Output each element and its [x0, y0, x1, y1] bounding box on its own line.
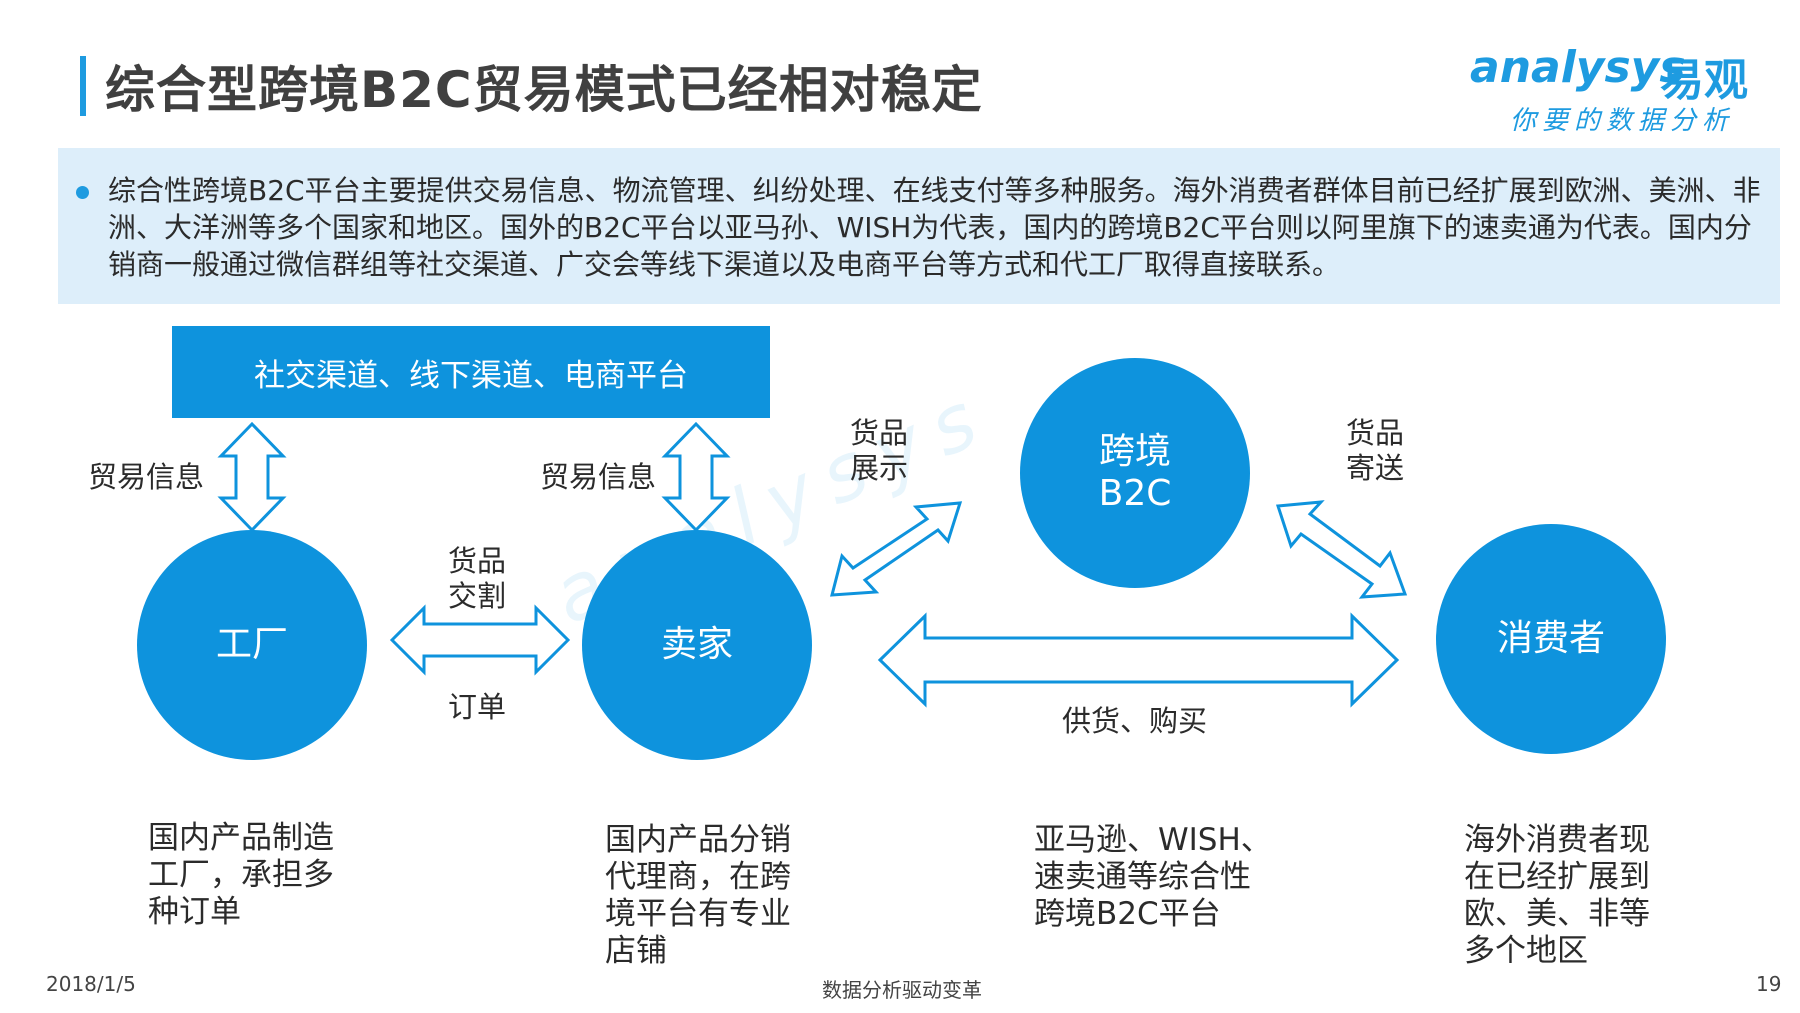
desc-b2c-line: 速卖通等综合性 [1034, 859, 1251, 895]
footer-date: 2018/1/5 [46, 972, 136, 996]
arrow-channels-factory [217, 421, 287, 533]
desc-b2c: 亚马逊、WISH、 速卖通等综合性 跨境B2C平台 [1034, 822, 1272, 933]
desc-seller: 国内产品分销 代理商，在跨 境平台有专业 店铺 [605, 822, 791, 970]
desc-seller-line: 国内产品分销 [605, 822, 791, 858]
edge-label-shipping-line2: 寄送 [1346, 451, 1405, 485]
desc-factory-line: 种订单 [148, 894, 241, 930]
logo-slogan: 你要的数据分析 [1510, 106, 1735, 136]
desc-b2c-line: 亚马逊、WISH、 [1034, 822, 1272, 858]
desc-consumer-line: 在已经扩展到 [1464, 859, 1650, 895]
node-consumer-label: 消费者 [1496, 618, 1605, 659]
edge-label-supply-buy: 供货、购买 [1062, 704, 1208, 738]
desc-consumer-line: 海外消费者现 [1464, 822, 1650, 858]
edge-label-order: 订单 [448, 690, 507, 724]
desc-factory: 国内产品制造 工厂，承担多 种订单 [148, 820, 334, 931]
node-seller: 卖家 [582, 530, 812, 760]
desc-seller-line: 代理商，在跨 [605, 859, 791, 895]
channels-box: 社交渠道、线下渠道、电商平台 [172, 326, 770, 418]
node-factory-label: 工厂 [215, 624, 288, 665]
edge-label-shipping: 货品 寄送 [1346, 416, 1404, 486]
desc-consumer-line: 欧、美、非等 [1464, 896, 1650, 932]
edge-label-delivery: 货品 交割 [448, 544, 506, 614]
summary-box [58, 148, 1780, 304]
node-seller-label: 卖家 [660, 624, 733, 665]
edge-label-delivery-line1: 货品 [448, 544, 507, 578]
page-title: 综合型跨境B2C贸易模式已经相对稳定 [105, 61, 983, 119]
arrow-factory-seller [389, 604, 571, 676]
bullet-dot-icon [76, 186, 89, 199]
logo-wordmark: analysys [1470, 42, 1686, 93]
desc-consumer: 海外消费者现 在已经扩展到 欧、美、非等 多个地区 [1464, 822, 1650, 970]
desc-consumer-line: 多个地区 [1464, 933, 1588, 969]
footer-tagline: 数据分析驱动变革 [822, 978, 982, 1002]
arrow-channels-seller [661, 421, 731, 533]
logo-brand-cn: 易观 [1660, 55, 1748, 106]
edge-label-shipping-line1: 货品 [1346, 416, 1405, 450]
edge-label-display-line2: 展示 [850, 451, 909, 485]
node-cross-border-b2c: 跨境 B2C [1020, 358, 1250, 588]
desc-factory-line: 国内产品制造 [148, 820, 334, 856]
edge-label-trade-info-left: 贸易信息 [88, 460, 205, 494]
desc-b2c-line: 跨境B2C平台 [1034, 896, 1221, 932]
arrow-seller-consumer [877, 612, 1400, 708]
desc-factory-line: 工厂，承担多 [148, 857, 334, 893]
edge-label-display-line1: 货品 [850, 416, 909, 450]
edge-label-display: 货品 展示 [850, 416, 908, 486]
summary-text: 综合性跨境B2C平台主要提供交易信息、物流管理、纠纷处理、在线支付等多种服务。海… [108, 174, 1761, 281]
arrow-seller-b2c [830, 501, 963, 597]
desc-seller-line: 店铺 [605, 933, 667, 969]
page-number: 19 [1756, 972, 1782, 996]
edge-label-delivery-line2: 交割 [448, 579, 507, 613]
edge-label-trade-info-right: 贸易信息 [540, 460, 657, 494]
node-b2c-label-line1: 跨境 [1098, 431, 1171, 472]
arrow-b2c-consumer [1275, 500, 1408, 599]
node-b2c-label-line2: B2C [1098, 473, 1172, 514]
title-accent-bar [80, 56, 86, 116]
node-factory: 工厂 [137, 530, 367, 760]
desc-seller-line: 境平台有专业 [605, 896, 791, 932]
node-consumer: 消费者 [1436, 524, 1666, 754]
